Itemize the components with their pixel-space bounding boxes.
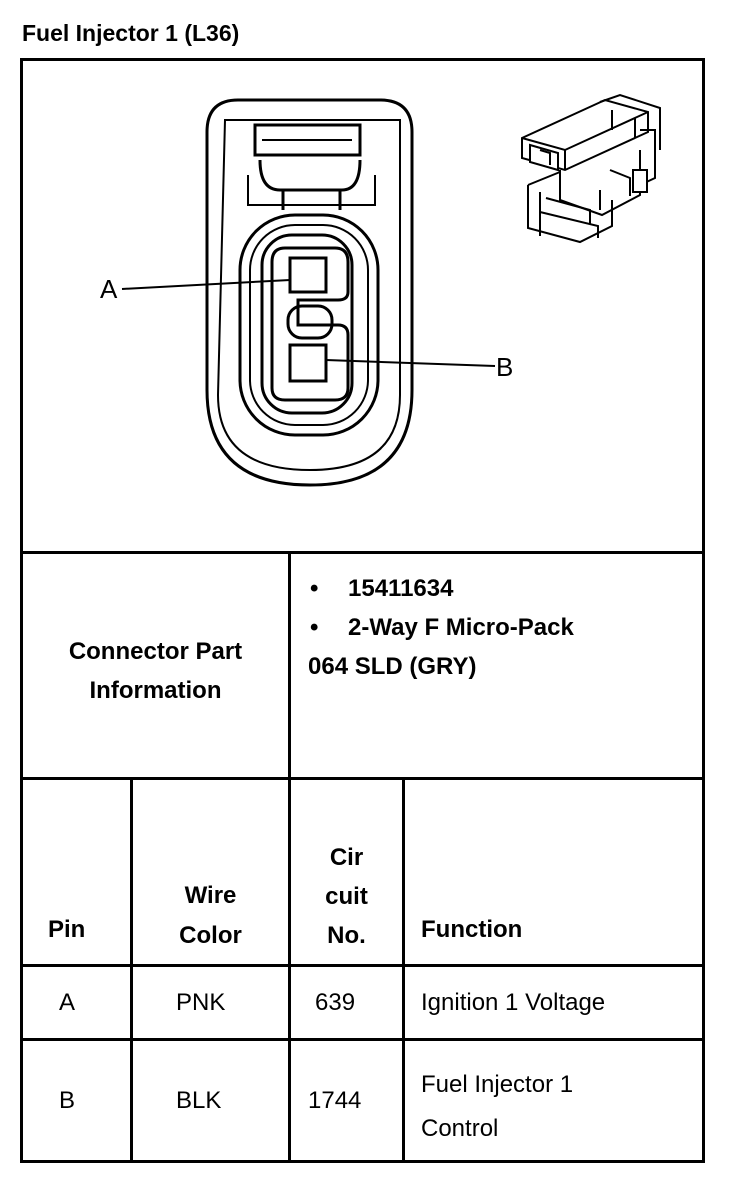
part-info-header: Connector Part Information xyxy=(23,632,288,710)
row-b-circuit: 1744 xyxy=(308,1087,362,1114)
part-info-header-text: Connector Part Information xyxy=(68,638,243,704)
pin-a-leader xyxy=(121,279,291,290)
divider-part-info xyxy=(20,777,705,780)
header-wire-line2: Color xyxy=(179,922,242,949)
header-pin: Pin xyxy=(48,916,86,943)
row-b-function: Fuel Injector 1 Control xyxy=(421,1063,573,1151)
divider-row-a xyxy=(20,1038,705,1041)
connector-table-frame xyxy=(20,58,705,1163)
divider-diagram xyxy=(20,551,705,554)
header-cir-line3: No. xyxy=(327,922,366,949)
pin-b-leader xyxy=(325,359,496,367)
header-cir-line1: Cir xyxy=(329,844,364,871)
divider-header xyxy=(20,964,705,967)
pin-b-cavity xyxy=(288,343,328,383)
header-wire-line1: Wire xyxy=(184,882,237,909)
connector-type-item: • 2-Way F Micro-Pack xyxy=(310,614,574,642)
row-b-function-line2: Control xyxy=(421,1115,499,1142)
part-number-item: • 15411634 xyxy=(310,575,453,603)
page-title: Fuel Injector 1 (L36) xyxy=(22,20,240,46)
connector-3d-icon xyxy=(521,93,661,244)
bullet-icon: • xyxy=(310,614,319,641)
header-circuit-no: Cir cuit No. xyxy=(291,838,402,955)
connector-face-view xyxy=(121,98,496,487)
terminal-info: 064 SLD (GRY) xyxy=(308,653,477,680)
header-function: Function xyxy=(421,916,523,943)
divider-part-col xyxy=(288,551,291,1163)
row-b-pin: B xyxy=(59,1087,76,1114)
pin-a-cavity xyxy=(288,256,328,294)
row-a-circuit: 639 xyxy=(315,989,356,1016)
divider-pin-col xyxy=(130,777,133,1163)
pin-a-label: A xyxy=(100,274,118,304)
connector-type: 2-Way F Micro-Pack xyxy=(348,614,574,641)
header-cir-line2: cuit xyxy=(325,883,368,910)
divider-cir-col xyxy=(402,777,405,1163)
row-a-pin: A xyxy=(59,989,76,1016)
pin-b-label: B xyxy=(496,352,514,382)
row-b-function-line1: Fuel Injector 1 xyxy=(421,1071,574,1098)
row-a-function: Ignition 1 Voltage xyxy=(421,989,606,1016)
part-number: 15411634 xyxy=(348,575,454,602)
header-wire-color: Wire Color xyxy=(133,876,288,956)
connector-diagram xyxy=(121,93,661,487)
bullet-icon: • xyxy=(310,575,319,602)
row-a-wire: PNK xyxy=(176,989,226,1016)
row-b-wire: BLK xyxy=(176,1087,222,1114)
